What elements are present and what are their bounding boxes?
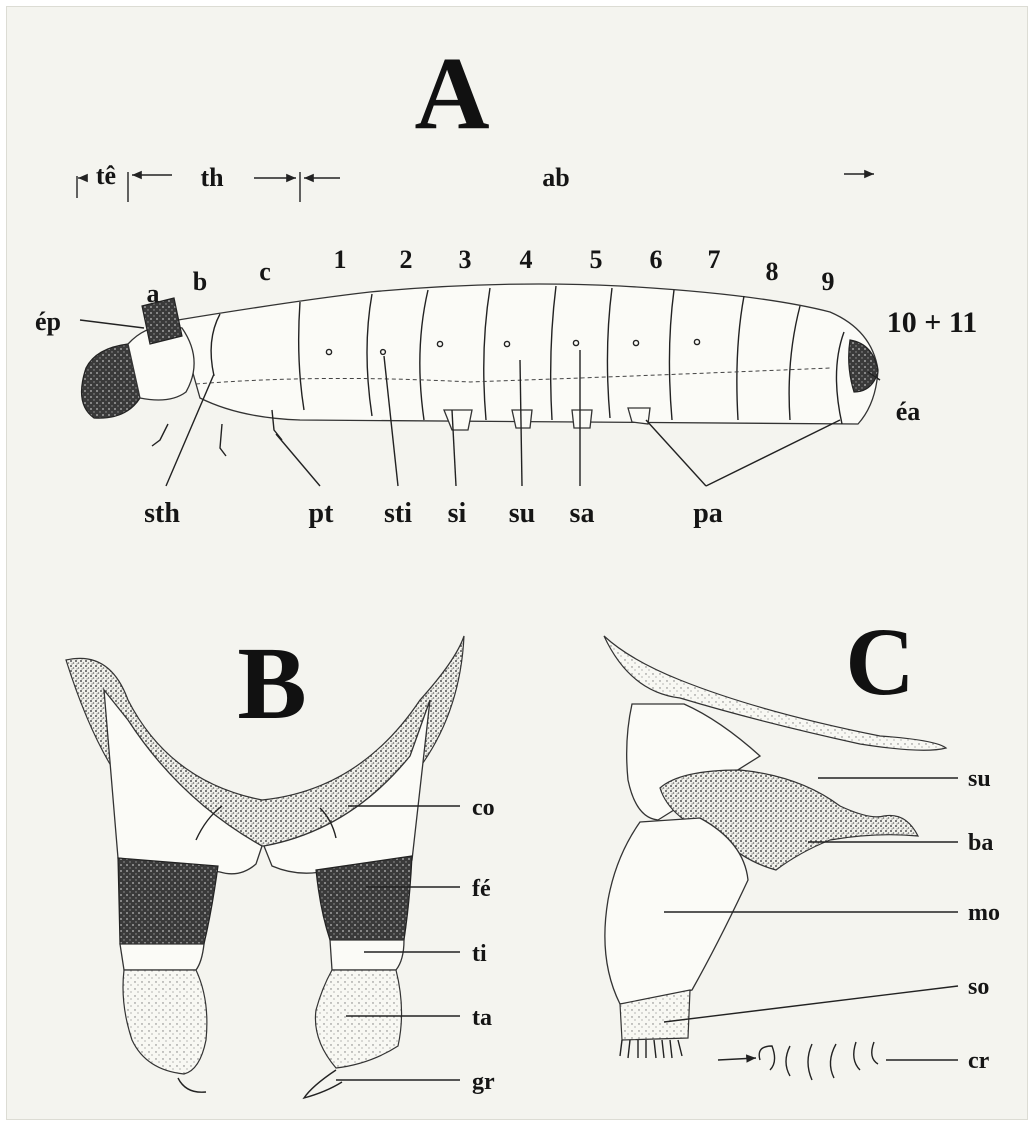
label-si: si — [448, 498, 467, 529]
label-ea: éa — [896, 397, 921, 426]
label-cr: cr — [968, 1048, 990, 1074]
label-co: co — [472, 795, 495, 821]
segment-label-4: 4 — [520, 245, 533, 274]
region-head-label: tê — [96, 161, 116, 190]
label-so: so — [968, 974, 989, 1000]
segment-label-10-11: 10 + 11 — [887, 306, 977, 339]
segment-label-5: 5 — [590, 245, 603, 274]
label-gr: gr — [472, 1069, 495, 1095]
label-ep: ép — [35, 307, 61, 336]
label-pt: pt — [309, 498, 335, 529]
segment-label-b: b — [193, 267, 207, 296]
label-sa: sa — [570, 498, 595, 529]
label-mo: mo — [968, 900, 1000, 926]
segment-label-7: 7 — [708, 245, 721, 274]
label-su: su — [509, 498, 535, 529]
label-sth: sth — [144, 498, 180, 529]
label-pa: pa — [693, 498, 723, 529]
region-thorax-label: th — [200, 163, 224, 192]
larva-lateral-drawing — [82, 284, 879, 456]
epicranial-plate-shape — [142, 298, 182, 344]
segment-label-3: 3 — [459, 245, 472, 274]
segment-label-6: 6 — [650, 245, 663, 274]
label-ba: ba — [968, 830, 993, 856]
label-ta: ta — [472, 1005, 492, 1031]
label-sti: sti — [384, 498, 412, 529]
region-abdomen-label: ab — [542, 163, 569, 192]
segment-label-2: 2 — [400, 245, 413, 274]
panel-c-letter: C — [845, 608, 914, 715]
region-brackets — [77, 172, 874, 202]
label-c-su: su — [968, 766, 991, 792]
label-ti: ti — [472, 941, 487, 967]
panel-b: B — [66, 626, 495, 1098]
panel-a: A tê th ab a b c 1 2 3 4 5 — [35, 36, 977, 529]
segment-label-c: c — [259, 257, 271, 286]
segment-label-8: 8 — [766, 257, 779, 286]
segment-label-9: 9 — [822, 267, 835, 296]
panel-b-letter: B — [237, 626, 306, 741]
label-fe: fé — [472, 876, 491, 902]
panel-a-letter: A — [414, 36, 489, 151]
segment-label-1: 1 — [334, 245, 347, 274]
panel-c: C — [604, 608, 1000, 1080]
